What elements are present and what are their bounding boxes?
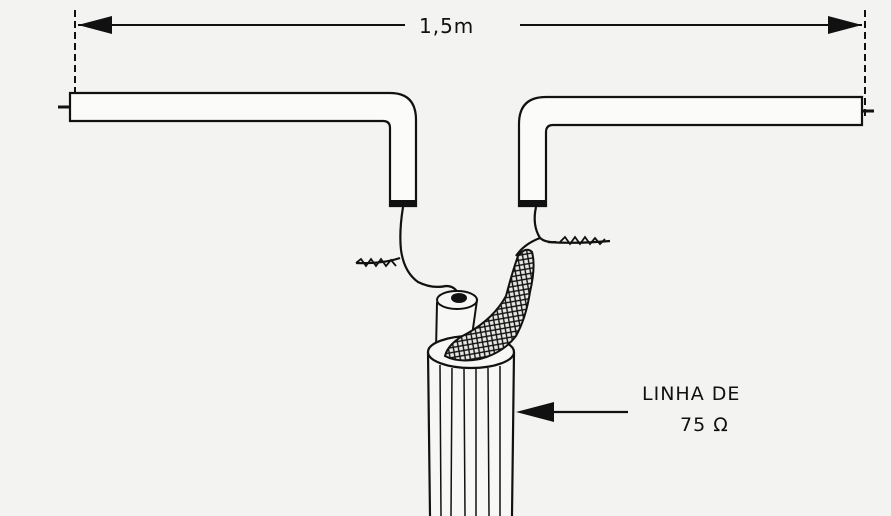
- right-dipole-element: [517, 95, 864, 208]
- left-wire: [355, 206, 461, 297]
- dimension-arrow-left: [78, 16, 112, 34]
- cable-label-line1: LINHA DE: [642, 383, 741, 405]
- dimension-label: 1,5m: [415, 14, 479, 38]
- cable-pointer-arrow: [516, 402, 628, 422]
- inner-conductor: [434, 290, 479, 351]
- braided-shield: [443, 248, 535, 362]
- dimension-arrow-right: [828, 16, 862, 34]
- coax-cable: [426, 334, 516, 516]
- right-wire: [515, 206, 611, 257]
- left-dipole-element: [68, 91, 418, 208]
- cable-label-line2: 75 Ω: [680, 414, 729, 436]
